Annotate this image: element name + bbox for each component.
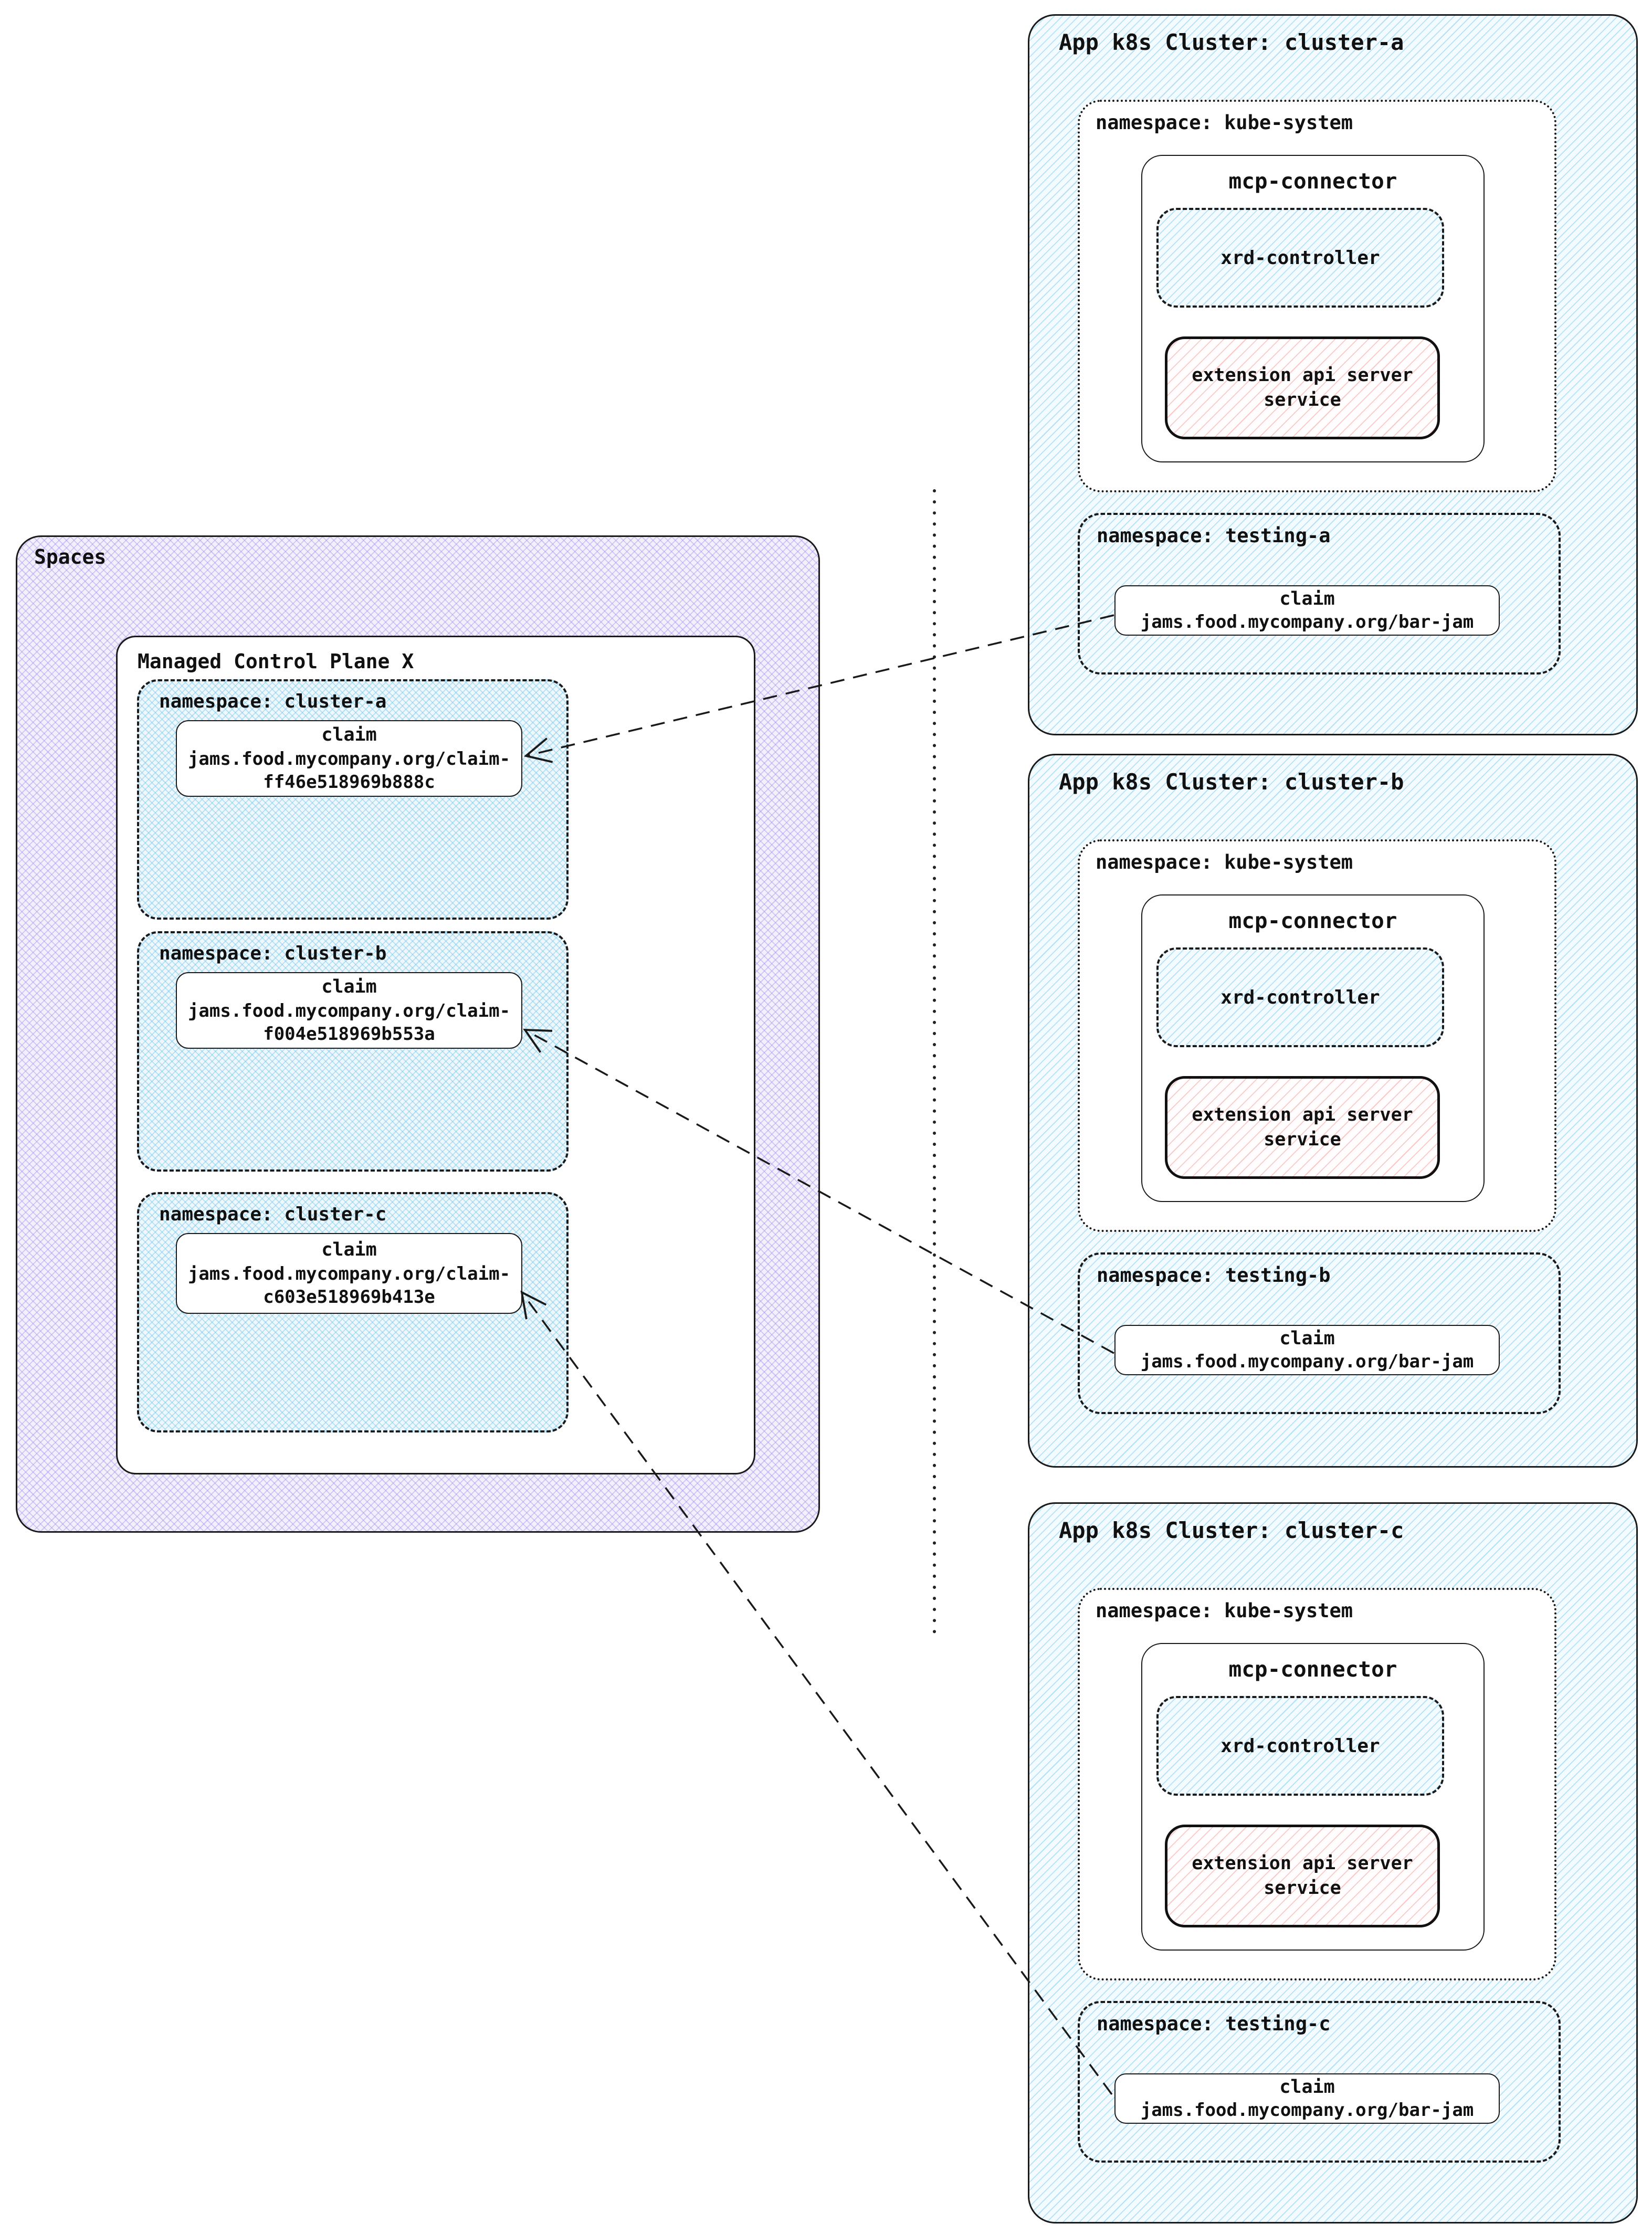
app-cluster-c-title: App k8s Cluster: cluster-c [1059, 1518, 1404, 1543]
namespace-cluster-b-label: namespace: cluster-b [159, 943, 387, 964]
mcp-connector-box: mcp-connector xrd-controller extension a… [1141, 894, 1485, 1202]
kube-system-namespace-label: namespace: kube-system [1096, 1599, 1353, 1622]
app-cluster-a-title: App k8s Cluster: cluster-a [1059, 29, 1404, 55]
claim-name: jams.food.mycompany.org/bar-jam [1140, 611, 1474, 633]
claim-title: claim [321, 1239, 377, 1261]
claim-card-cluster-a: claim jams.food.mycompany.org/claim- ff4… [176, 720, 522, 797]
claim-name-line1: jams.food.mycompany.org/claim- [187, 1000, 511, 1021]
spaces-label: Spaces [34, 545, 107, 568]
testing-a-namespace-label: namespace: testing-a [1097, 524, 1331, 547]
managed-control-plane-box: Managed Control Plane X namespace: clust… [116, 636, 755, 1474]
namespace-cluster-a-box: namespace: cluster-a claim jams.food.myc… [137, 679, 569, 920]
claim-bar-jam-card: claim jams.food.mycompany.org/bar-jam [1114, 585, 1500, 636]
extension-api-server-box: extension api server service [1165, 336, 1440, 439]
namespace-cluster-b-box: namespace: cluster-b claim jams.food.myc… [137, 931, 569, 1172]
claim-title: claim [1279, 1327, 1335, 1349]
extension-api-server-box: extension api server service [1165, 1076, 1440, 1179]
claim-title: claim [1279, 2076, 1335, 2098]
claim-bar-jam-card: claim jams.food.mycompany.org/bar-jam [1114, 1325, 1500, 1375]
mcp-connector-title: mcp-connector [1228, 168, 1397, 194]
claim-name-line1: jams.food.mycompany.org/claim- [187, 748, 511, 770]
claim-title: claim [321, 976, 377, 998]
claim-name: jams.food.mycompany.org/bar-jam [1140, 2099, 1474, 2121]
app-cluster-c-box: App k8s Cluster: cluster-c namespace: ku… [1028, 1502, 1638, 2224]
namespace-cluster-a-label: namespace: cluster-a [159, 691, 387, 712]
spaces-container: Spaces Managed Control Plane X namespace… [16, 535, 820, 1533]
kube-system-namespace-label: namespace: kube-system [1096, 111, 1353, 134]
testing-b-namespace-box: namespace: testing-b claim jams.food.myc… [1078, 1252, 1561, 1414]
managed-control-plane-title: Managed Control Plane X [138, 650, 414, 673]
claim-name-line2: ff46e518969b888c [263, 771, 435, 793]
kube-system-namespace-box: namespace: kube-system mcp-connector xrd… [1078, 839, 1556, 1232]
claim-title: claim [1279, 588, 1335, 609]
testing-a-namespace-box: namespace: testing-a claim jams.food.myc… [1078, 513, 1561, 675]
xrd-controller-box: xrd-controller [1156, 947, 1444, 1047]
testing-c-namespace-label: namespace: testing-c [1097, 2012, 1331, 2035]
extension-api-server-box: extension api server service [1165, 1825, 1440, 1927]
xrd-controller-box: xrd-controller [1156, 208, 1444, 308]
mcp-connector-box: mcp-connector xrd-controller extension a… [1141, 155, 1485, 462]
claim-name-line2: c603e518969b413e [263, 1286, 435, 1308]
app-cluster-b-box: App k8s Cluster: cluster-b namespace: ku… [1028, 754, 1638, 1468]
kube-system-namespace-box: namespace: kube-system mcp-connector xrd… [1078, 100, 1556, 492]
mcp-connector-title: mcp-connector [1228, 908, 1397, 933]
claim-name: jams.food.mycompany.org/bar-jam [1140, 1351, 1474, 1372]
claim-card-cluster-b: claim jams.food.mycompany.org/claim- f00… [176, 972, 522, 1049]
testing-b-namespace-label: namespace: testing-b [1097, 1264, 1331, 1287]
mcp-connector-box: mcp-connector xrd-controller extension a… [1141, 1643, 1485, 1951]
kube-system-namespace-label: namespace: kube-system [1096, 851, 1353, 873]
app-cluster-a-box: App k8s Cluster: cluster-a namespace: ku… [1028, 14, 1638, 735]
app-cluster-b-title: App k8s Cluster: cluster-b [1059, 769, 1404, 795]
claim-name-line1: jams.food.mycompany.org/claim- [187, 1263, 511, 1284]
claim-bar-jam-card: claim jams.food.mycompany.org/bar-jam [1114, 2073, 1500, 2124]
kube-system-namespace-box: namespace: kube-system mcp-connector xrd… [1078, 1588, 1556, 1980]
namespace-cluster-c-box: namespace: cluster-c claim jams.food.myc… [137, 1192, 569, 1432]
claim-title: claim [321, 724, 377, 746]
testing-c-namespace-box: namespace: testing-c claim jams.food.myc… [1078, 2001, 1561, 2163]
namespace-cluster-c-label: namespace: cluster-c [159, 1204, 387, 1225]
claim-name-line2: f004e518969b553a [263, 1023, 435, 1045]
mcp-connector-title: mcp-connector [1228, 1657, 1397, 1682]
claim-card-cluster-c: claim jams.food.mycompany.org/claim- c60… [176, 1233, 522, 1314]
xrd-controller-box: xrd-controller [1156, 1696, 1444, 1796]
